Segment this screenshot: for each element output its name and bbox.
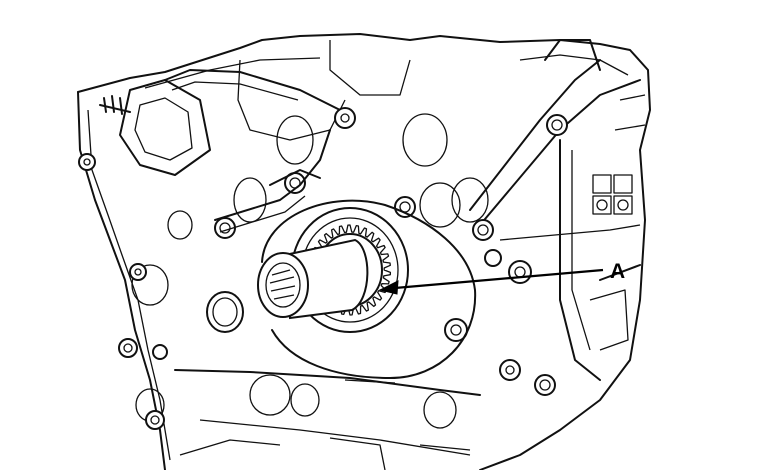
bolt-icon	[118, 338, 138, 358]
link-bracket	[214, 129, 331, 233]
bolt-icon	[145, 410, 165, 430]
bolt-icon	[152, 344, 168, 360]
callout-a: A	[378, 260, 625, 295]
bolt-icon	[394, 196, 416, 218]
lower-casting	[174, 369, 481, 470]
bolt-icon	[78, 153, 96, 171]
upper-bracket	[99, 69, 341, 176]
block-ribbing	[469, 39, 646, 381]
bolt-icon	[444, 318, 468, 342]
bolt-icon	[508, 260, 532, 284]
callout-label: A	[610, 260, 625, 283]
bolt-icon	[484, 249, 502, 267]
square-pads	[592, 174, 633, 215]
bolt-icon	[472, 219, 494, 241]
bolt-icon	[534, 374, 556, 396]
bolt-icon	[546, 114, 568, 136]
bolt-icon	[334, 107, 356, 129]
bolt-icon	[499, 359, 521, 381]
block-bosses	[131, 113, 489, 429]
crankshaft-snout	[257, 238, 369, 320]
bolt-icon	[129, 263, 147, 281]
